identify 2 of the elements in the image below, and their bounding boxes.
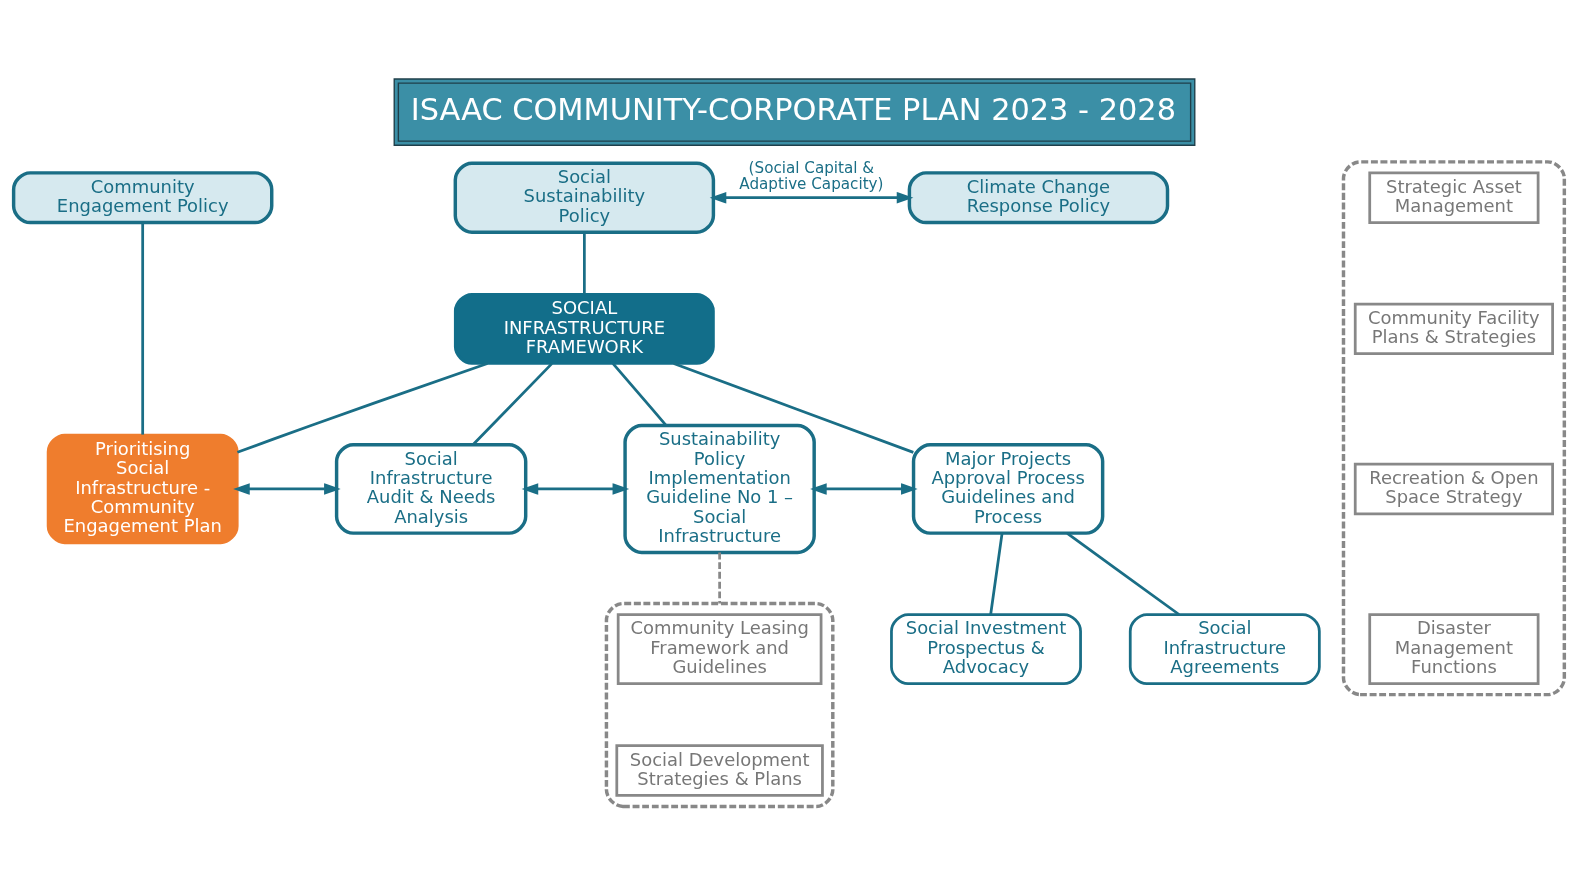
diagram-title: ISAAC COMMUNITY-CORPORATE PLAN 2023 - 2028 [410,91,1176,127]
edge-label: (Social Capital & Adaptive Capacity) [739,158,884,193]
